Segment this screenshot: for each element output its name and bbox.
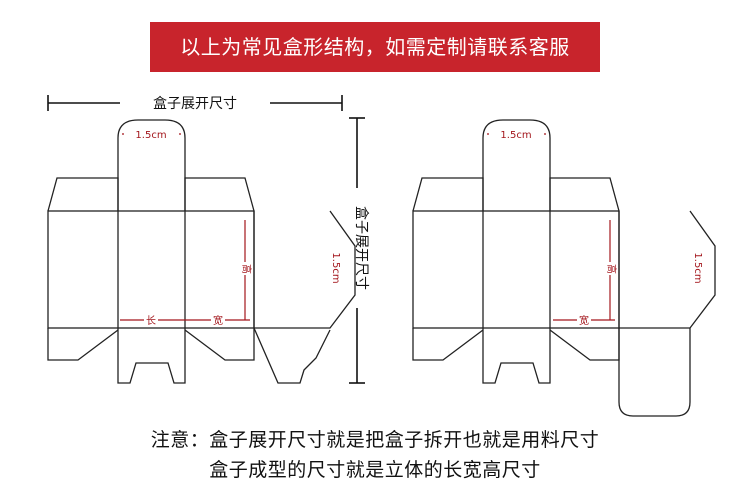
left-width-caption: 盒子展开尺寸 bbox=[153, 95, 237, 112]
left-height-caption: 盒子展开尺寸 bbox=[353, 206, 370, 290]
left-overall-dimensions bbox=[47, 95, 365, 384]
left-width-label: 宽 bbox=[213, 314, 223, 327]
left-side-flap-label: 1.5cm bbox=[330, 252, 341, 283]
note-line-1: 注意：盒子展开尺寸就是把盒子拆开也就是用料尺寸 bbox=[150, 429, 600, 451]
right-top-flap-label: 1.5cm bbox=[500, 130, 531, 141]
right-dieline bbox=[412, 119, 716, 417]
note-line-2: 盒子成型的尺寸就是立体的长宽高尺寸 bbox=[209, 459, 541, 481]
title-banner: 以上为常见盒形结构，如需定制请联系客服 bbox=[150, 22, 600, 72]
right-height-label: 高 bbox=[605, 264, 618, 274]
right-side-flap-label: 1.5cm bbox=[692, 252, 703, 283]
left-dieline bbox=[47, 119, 356, 384]
right-width-label: 宽 bbox=[579, 314, 589, 327]
left-top-flap-label: 1.5cm bbox=[135, 130, 166, 141]
left-length-label: 长 bbox=[146, 315, 156, 327]
left-height-label: 高 bbox=[240, 264, 253, 274]
right-dimension-lines bbox=[487, 133, 615, 321]
